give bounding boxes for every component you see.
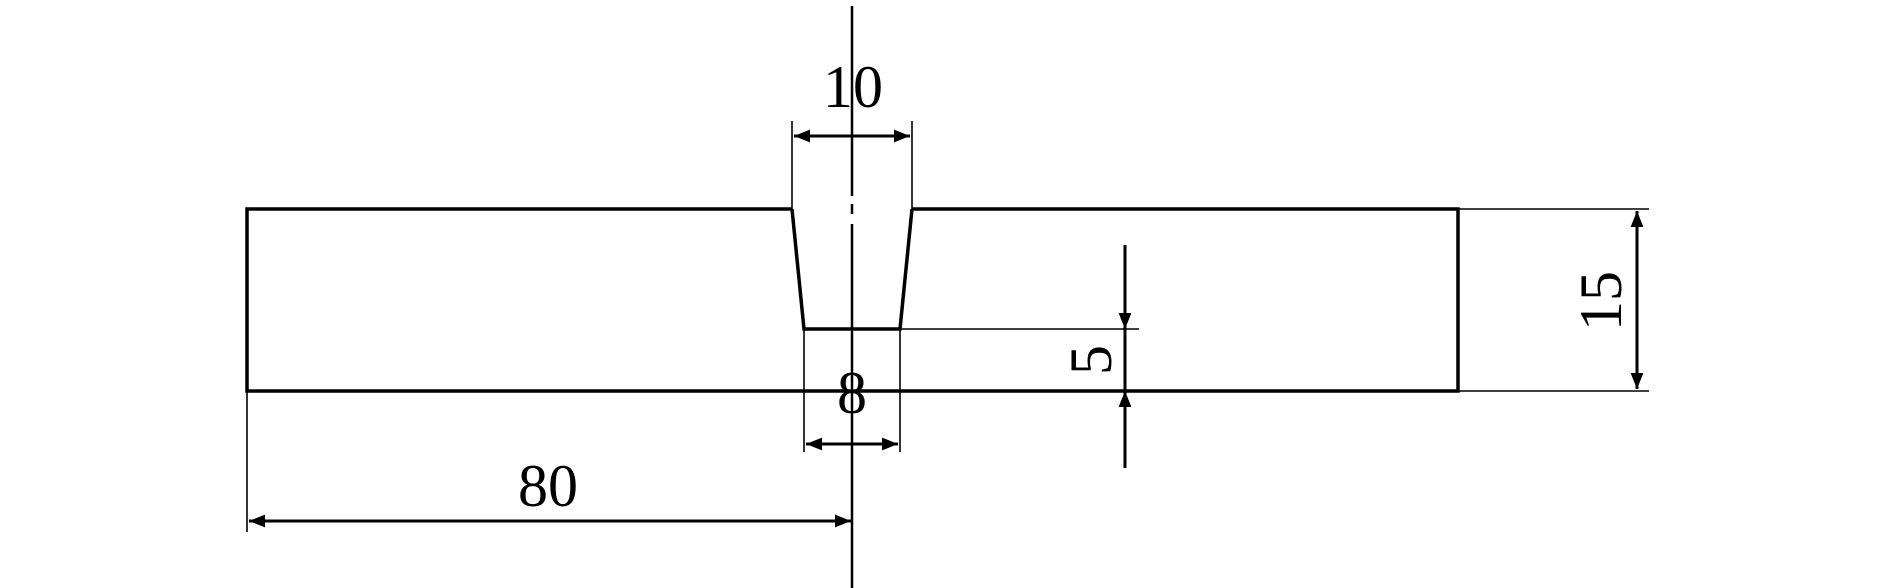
dimension-label-80: 80 xyxy=(518,453,578,519)
dimension-label-5: 5 xyxy=(1058,345,1124,375)
extension-lines xyxy=(246,121,1649,532)
dimension-15: 15 xyxy=(1568,211,1644,389)
dimension-8: 8 xyxy=(806,360,898,451)
dimension-label-8: 8 xyxy=(837,360,867,426)
dimension-80: 80 xyxy=(249,453,851,528)
plate-outline xyxy=(245,207,1460,393)
dimension-5: 5 xyxy=(1058,245,1132,468)
dimension-10: 10 xyxy=(794,54,910,143)
dimension-label-15: 15 xyxy=(1568,271,1634,331)
dimension-label-10: 10 xyxy=(823,54,883,120)
